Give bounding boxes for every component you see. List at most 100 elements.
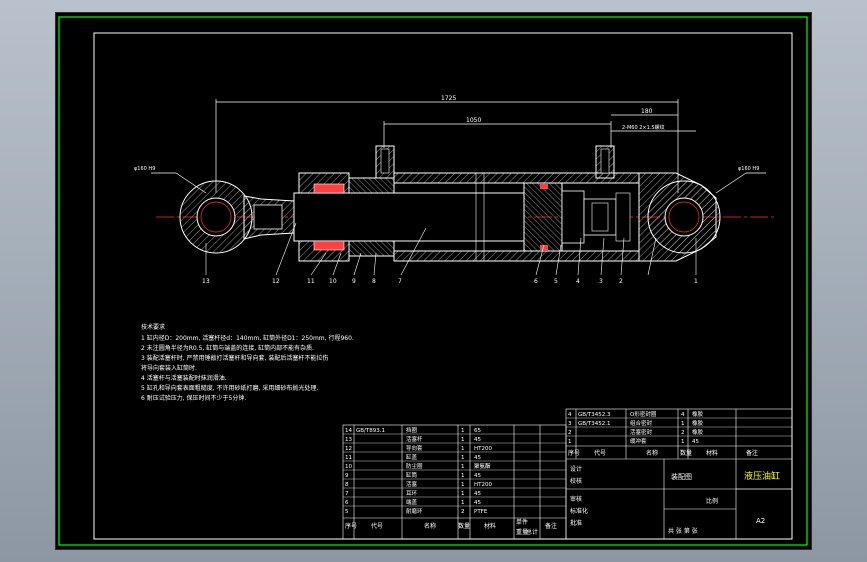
bom-cell-no: 10 [345,464,352,470]
sheet-outer-border [58,16,808,546]
bom-cell-qty: 1 [461,500,465,506]
bom-footer-label: 单件 [516,518,528,526]
bom-cell-material: PTFE [474,509,488,515]
technical-notes: 技术要求 1 缸内径D：200mm, 活塞杆径d：140mm, 缸筒外径D1：2… [141,323,354,402]
bom-cell-name: 缓冲套 [630,437,647,445]
bom-footer-label: 备注 [545,522,557,530]
bom-right-rows [566,417,792,437]
tech-note-line: 1 缸内径D：200mm, 活塞杆径d：140mm, 缸筒外径D1：250mm,… [141,334,354,342]
bom-cell-qty: 2 [461,509,465,515]
signature-label: 审核 [570,495,582,503]
bom-cell-material: 65 [474,428,481,434]
drawing-title: 液压油缸 [744,470,780,482]
piston-rod [293,192,525,242]
bom-cell-material: 橡胶 [692,410,704,418]
dim-port-thread: 2-M60 2×1.5螺纹 [622,124,665,131]
left-rod-eye [179,180,295,254]
bom-cell-material: HT200 [474,482,492,488]
bom-cell-name: 活塞密封 [630,428,653,436]
bom-cell-material: 45 [474,437,481,443]
bom-header-label: 材料 [706,449,718,457]
dim-right-pin: φ160 H9 [738,166,759,172]
balloon-label: 5 [554,278,558,285]
bom-left-rows [343,433,566,507]
tech-note-line: 3 装配活塞杆时, 严禁用锤敲打活塞杆和导向套, 装配后活塞杆不能拉伤 [141,354,328,362]
balloon-label: 4 [576,278,580,285]
bom-cell-qty: 2 [681,430,685,436]
sheet-inner-frame [93,32,793,540]
cad-viewport[interactable]: 1725 1050 180 2-M60 2×1.5螺纹 φ160 H9 φ160… [55,12,812,550]
bom-cell-name: 组合密封 [630,419,653,427]
sheet-size: A2 [756,517,765,525]
bom-cell-material: 聚氨酯 [474,462,491,470]
bom-cell-qty: 1 [461,482,465,488]
bom-cell-material: 45 [474,473,481,479]
tech-note-line: 5 缸孔和导向套表面粗糙度, 不许用砂纸打磨, 采用细砂布抛光处理. [141,384,318,392]
bom-cell-material: HT200 [474,446,492,452]
bom-cell-no: 8 [345,482,349,488]
bom-cell-material: 橡胶 [692,428,704,436]
bom-cell-qty: 1 [461,446,465,452]
bom-left-footer: 序号 代号 名称 数量 材料 单件 总计 重量 备注 [345,518,557,536]
bom-cell-name: 活塞杆 [406,435,423,443]
bom-cell-no: 7 [345,491,349,497]
bom-footer-label: 数量 [458,522,470,530]
balloon-label: 6 [534,278,538,285]
bom-footer-label: 材料 [484,522,496,530]
bom-cell-name: 活塞 [406,480,418,488]
bom-footer-label: 重量 [516,528,528,536]
bom-cell-material: 45 [692,439,699,445]
bom-cell-no: 11 [345,455,352,461]
bom-footer-label: 代号 [371,522,383,530]
bom-table-left [342,424,567,540]
signature-label: 标准化 [570,507,588,515]
dim-left-pin: φ160 H9 [134,166,155,172]
bom-cell-name: 耐磨环 [406,507,423,515]
bom-cell-no: 13 [345,437,352,443]
bom-cell-no: 1 [568,439,572,445]
balloon-numbers: 13 12 11 10 9 8 7 6 5 4 3 2 1 [202,278,698,285]
bom-cell-no: 3 [568,421,572,427]
bom-cell-qty: 1 [681,439,685,445]
dim-stroke-length: 1050 [466,117,481,124]
bom-cell-qty: 1 [461,428,465,434]
bom-cell-material: 45 [474,491,481,497]
bom-right-header: 序号 代号 名称 数量 材料 备注 [568,449,758,457]
dim-port-offset: 180 [641,108,653,115]
bom-cell-name: 缸筒 [406,471,418,479]
right-clevis-eye [647,180,721,254]
bom-cell-name: O形密封圈 [630,410,657,418]
tech-notes-title: 技术要求 [141,323,165,331]
bom-header-label: 名称 [646,449,658,457]
bom-cell-name: 耳环 [406,490,418,497]
bom-cell-no: 2 [568,430,572,436]
signature-label: 校核 [570,477,582,485]
bom-cell-material: 45 [474,500,481,506]
balloon-leaders [205,222,697,276]
sheet-count: 共 张 第 张 [668,527,698,535]
bom-footer-label: 名称 [424,522,436,530]
bom-cell-qty: 4 [681,412,685,418]
bom-header-label: 序号 [568,449,580,457]
bom-header-label: 数量 [680,449,692,457]
bom-cell-no: 9 [345,473,349,479]
tech-note-line: 2 未注圆角半径为R0.5, 缸筒与端盖的连接, 缸筒内部不能有杂质. [141,344,314,352]
scale-label: 比例 [706,497,718,505]
bom-cell-name: 防尘圈 [406,462,423,470]
title-block-frame [565,408,793,540]
bom-cell-no: 14 [345,428,352,434]
balloon-label: 11 [307,278,315,285]
bom-footer-label: 总计 [526,528,538,536]
bom-cell-qty: 1 [461,455,465,461]
balloon-label: 10 [329,278,337,285]
balloon-label: 9 [352,278,356,285]
bom-cell-code: GB/T893.1 [356,428,385,434]
bom-cell-code: GB/T3452.1 [578,421,611,427]
bom-cell-qty: 1 [461,464,465,470]
drawing-canvas: 1725 1050 180 2-M60 2×1.5螺纹 φ160 H9 φ160… [58,16,808,546]
bom-cell-code: GB/T3452.3 [578,412,611,418]
dim-overall-length: 1725 [441,95,456,102]
balloon-label: 8 [372,278,376,285]
bom-cell-no: 12 [345,446,352,452]
